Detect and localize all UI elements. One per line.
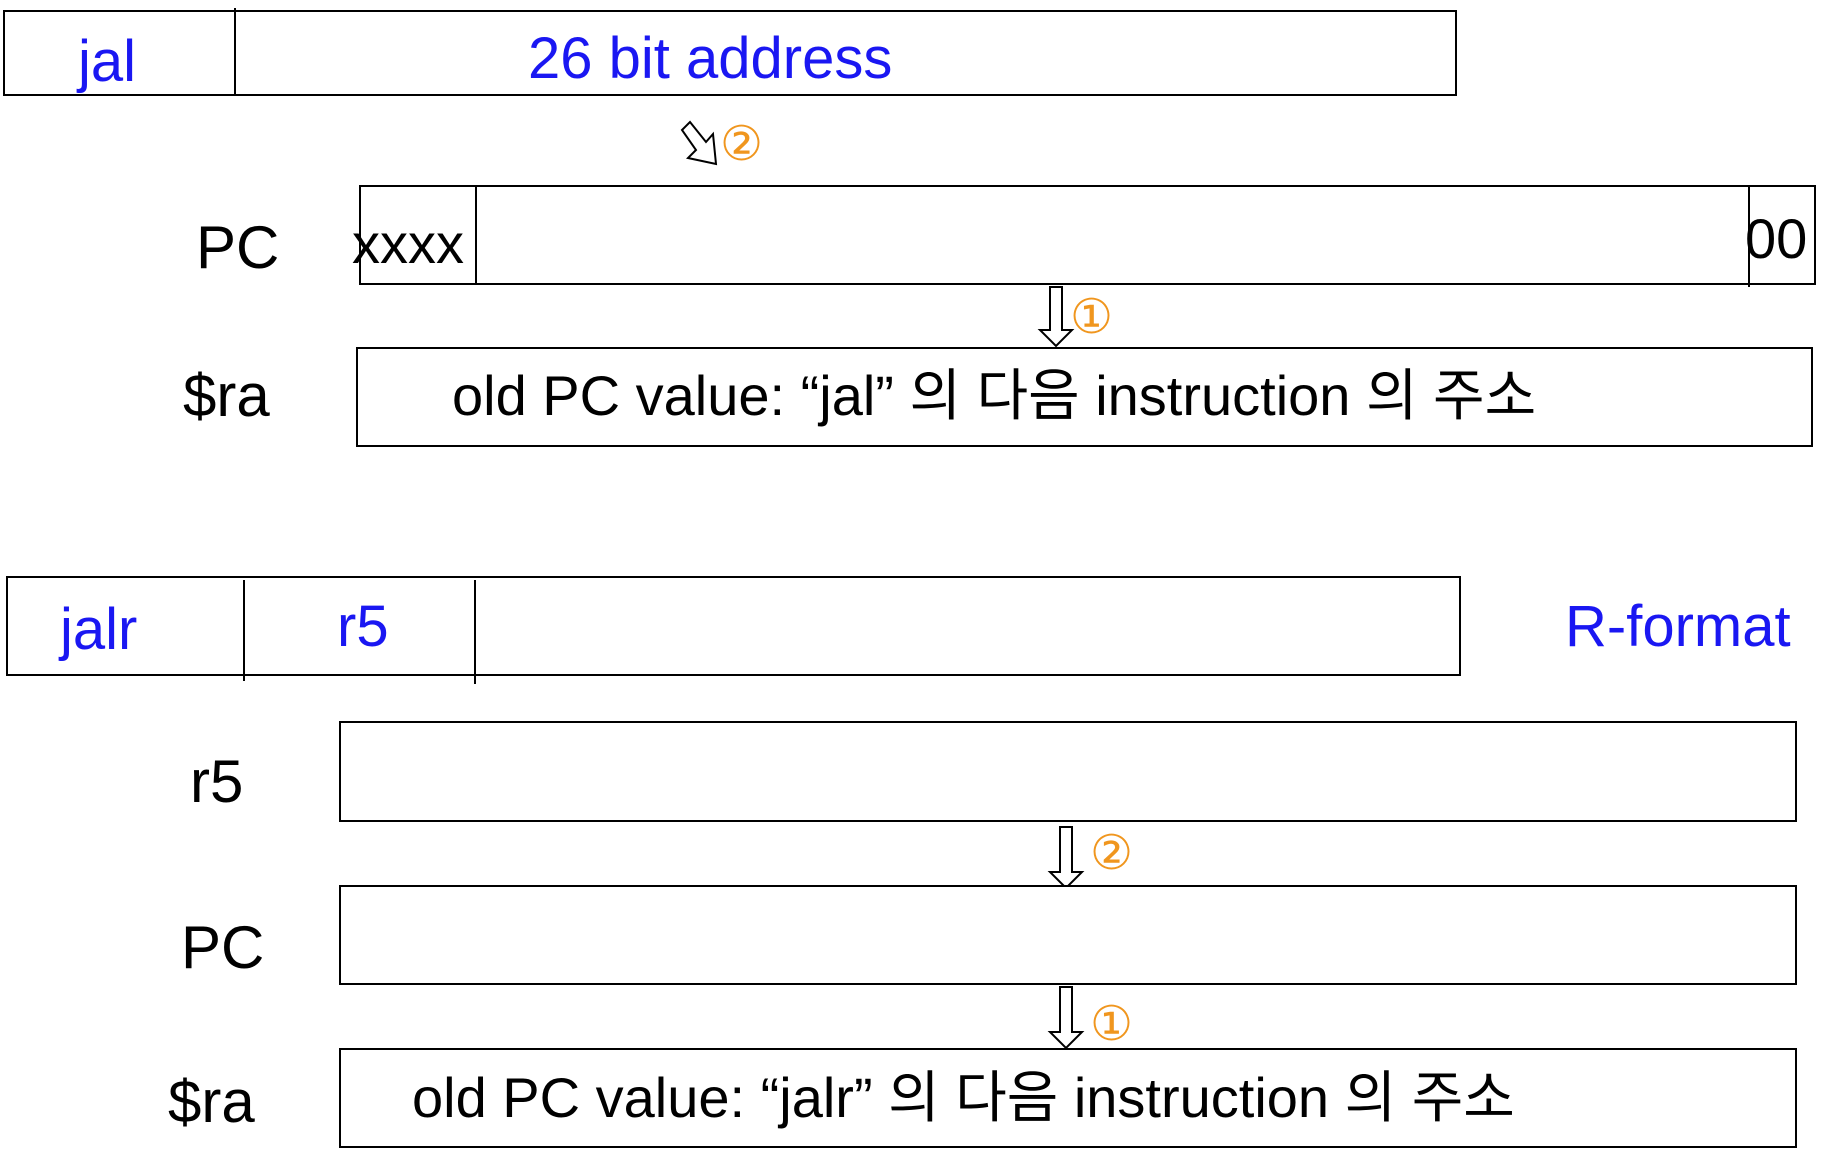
- jalr-opcode-divider: [243, 580, 245, 681]
- jalr-step2-marker: ②: [1090, 827, 1134, 880]
- jal-pc-upper-divider: [475, 185, 477, 285]
- jal-pc-label: PC: [196, 214, 280, 281]
- jal-pc-register: [359, 185, 1816, 285]
- jal-step2-marker: ②: [720, 118, 764, 171]
- jal-ra-value: old PC value: “jal” 의 다음 instruction 의 주…: [452, 364, 1537, 427]
- jal-opcode-divider: [234, 8, 236, 96]
- jalr-ra-register: [339, 1048, 1797, 1148]
- jal-pc-upper-bits: xxxx: [352, 212, 464, 275]
- jalr-register-divider: [474, 580, 476, 684]
- jalr-r5-register: [339, 721, 1797, 822]
- jalr-format-label: R-format: [1565, 594, 1791, 659]
- jalr-instruction-box: [6, 576, 1461, 676]
- jalr-ra-label: $ra: [168, 1068, 255, 1135]
- jalr-register-field-label: r5: [337, 594, 389, 659]
- jal-instruction-box: [3, 10, 1457, 96]
- jalr-r5-label: r5: [190, 748, 244, 815]
- jal-address-to-pc-arrow: [680, 120, 718, 166]
- jal-step1-marker: ①: [1070, 291, 1114, 344]
- jal-pc-lower-divider: [1748, 185, 1750, 287]
- jal-address-field-label: 26 bit address: [528, 26, 893, 91]
- jalr-ra-value: old PC value: “jalr” 의 다음 instruction 의 …: [412, 1066, 1515, 1129]
- jalr-opcode-label: jalr: [60, 597, 138, 662]
- jal-opcode-label: jal: [78, 29, 137, 94]
- jal-pc-low-bits: 00: [1745, 207, 1808, 270]
- jalr-pc-label: PC: [181, 914, 265, 981]
- jalr-step1-marker: ①: [1090, 998, 1134, 1051]
- jal-ra-register: [356, 347, 1813, 447]
- jal-ra-label: $ra: [183, 362, 270, 429]
- jal-pc-to-ra-arrow: [1037, 286, 1075, 348]
- jalr-pc-to-ra-arrow: [1047, 986, 1085, 1050]
- jalr-pc-register: [339, 885, 1797, 985]
- jalr-r5-to-pc-arrow: [1047, 826, 1085, 890]
